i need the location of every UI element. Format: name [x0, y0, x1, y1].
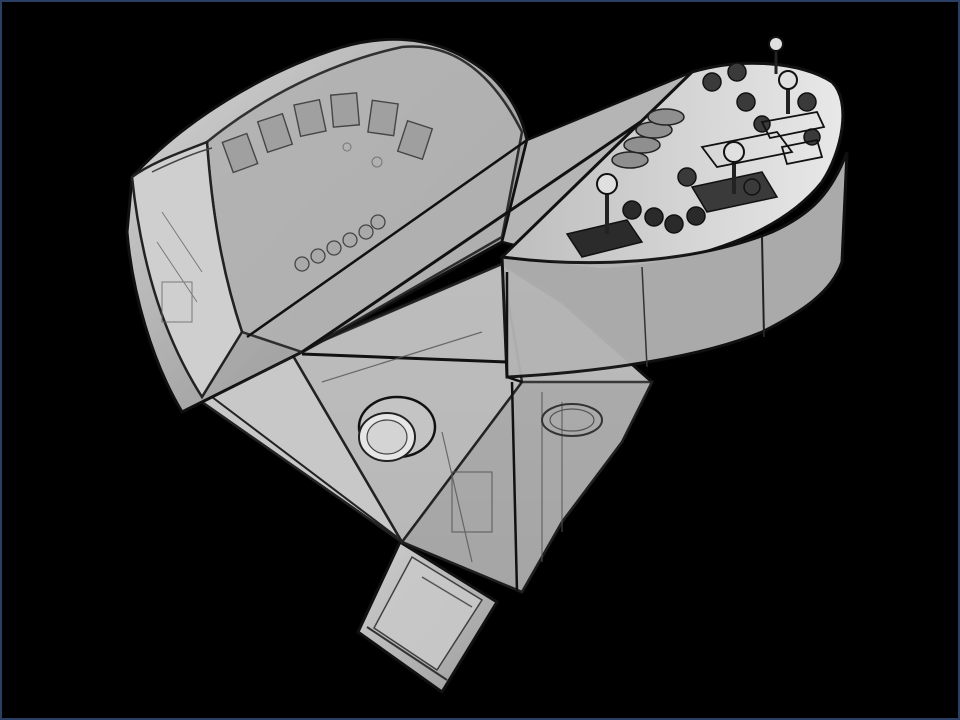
lower-leg [356, 539, 500, 695]
control-panel [498, 36, 849, 384]
joystick-right [768, 36, 798, 114]
canopy-hood [125, 37, 529, 414]
joystick-left [565, 173, 644, 258]
gauge-stack [611, 108, 685, 169]
control-knobs [622, 62, 821, 234]
switch-plates [700, 110, 826, 168]
cylinder-port [357, 395, 437, 462]
